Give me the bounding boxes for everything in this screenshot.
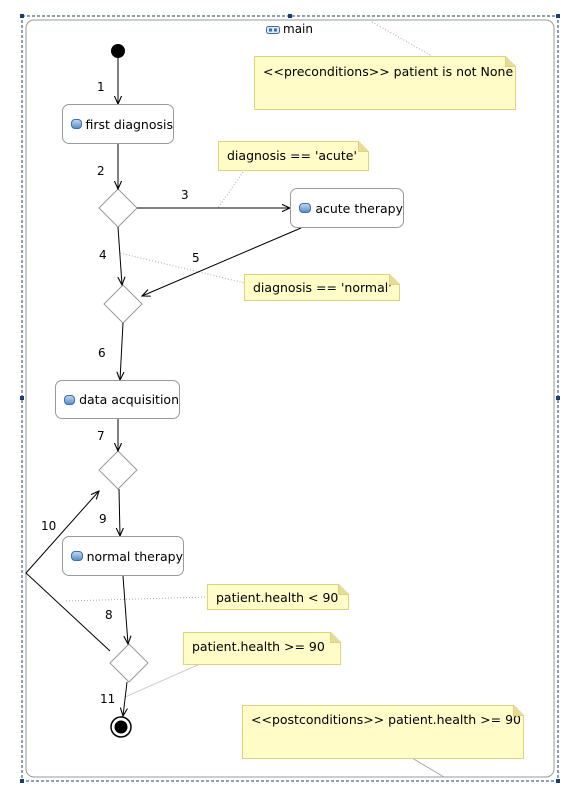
- flow-6: [120, 322, 123, 380]
- action-acute-therapy[interactable]: acute therapy: [290, 188, 404, 228]
- selection-handle[interactable]: [20, 779, 24, 783]
- frame-title-label: main: [283, 22, 313, 36]
- edge-label: 8: [105, 608, 113, 622]
- selection-handle[interactable]: [288, 14, 292, 18]
- flow-9: [119, 488, 120, 536]
- action-icon: [299, 203, 312, 213]
- edge-label: 4: [99, 248, 107, 262]
- note-connector: [411, 757, 445, 778]
- note-connector: [124, 663, 201, 698]
- note-connector: [65, 596, 208, 602]
- flow-5: [142, 227, 302, 296]
- edge-label: 11: [100, 692, 116, 706]
- decision-node-diagnosis: [98, 188, 138, 228]
- edge-label: 2: [97, 164, 105, 178]
- note-connector: [217, 171, 244, 209]
- action-normal-therapy[interactable]: normal therapy: [62, 536, 184, 576]
- action-icon: [71, 551, 83, 561]
- edge-label: 7: [97, 429, 105, 443]
- flow-10: [25, 491, 111, 652]
- selection-handle[interactable]: [556, 14, 560, 18]
- note-guard-health-low[interactable]: patient.health < 90: [207, 584, 349, 610]
- action-first-diagnosis[interactable]: first diagnosis: [62, 104, 174, 144]
- edge-label: 5: [192, 251, 200, 265]
- action-icon: [71, 119, 82, 129]
- note-connector: [119, 252, 246, 284]
- flow-4: [118, 226, 122, 285]
- frame-title: main: [266, 22, 313, 36]
- flow-11: [123, 681, 127, 716]
- note-preconditions[interactable]: <<preconditions>> patient is not None: [254, 56, 516, 110]
- action-label: data acquisition: [79, 392, 179, 407]
- selection-handle[interactable]: [20, 14, 24, 18]
- selection-handle[interactable]: [556, 779, 560, 783]
- action-label: normal therapy: [86, 548, 183, 564]
- selection-handle[interactable]: [20, 396, 24, 400]
- final-node-core: [114, 720, 128, 734]
- initial-node: [111, 44, 125, 58]
- edge-label: 6: [98, 346, 106, 360]
- selection-handle[interactable]: [556, 396, 560, 400]
- merge-node-therapy: [103, 284, 143, 324]
- action-data-acquisition[interactable]: data acquisition: [55, 380, 180, 419]
- note-postconditions[interactable]: <<postconditions>> patient.health >= 90: [242, 705, 524, 759]
- note-connector: [371, 21, 433, 57]
- edge-label: 10: [41, 519, 57, 533]
- edge-label: 9: [99, 512, 107, 526]
- activity-icon: [266, 24, 280, 34]
- flow-8: [122, 575, 128, 644]
- edge-label: 3: [181, 188, 189, 202]
- decision-node-health: [109, 643, 149, 683]
- action-label: first diagnosis: [85, 116, 173, 132]
- note-guard-normal[interactable]: diagnosis == 'normal': [244, 274, 400, 301]
- action-icon: [64, 394, 76, 405]
- action-label: acute therapy: [315, 200, 403, 216]
- note-guard-health-ok[interactable]: patient.health >= 90: [183, 632, 341, 665]
- note-guard-acute[interactable]: diagnosis == 'acute': [218, 141, 369, 171]
- merge-node-loop: [98, 450, 138, 490]
- edge-label: 1: [97, 80, 105, 94]
- activity-frame: [25, 19, 555, 778]
